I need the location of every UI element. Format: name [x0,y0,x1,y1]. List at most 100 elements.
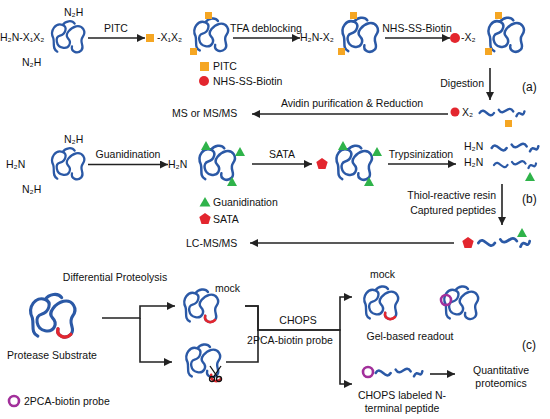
protein-icon [194,18,228,51]
guanidination-tag [517,228,527,237]
flow-arrow [245,306,352,384]
labeled-peptide [376,369,423,377]
cleavage-site [385,313,395,319]
guanidination-tag [201,141,211,150]
protein-state: H₂N H₂N [462,136,542,182]
protein-state: CHOPS labeled N-terminal peptide [352,355,452,413]
protein-icon [337,146,372,180]
peptide-fragments [480,109,525,116]
flow-arrow [102,306,175,318]
legend-text: SATA [213,213,239,226]
protein-icon [31,294,75,337]
protein-state: mock [175,282,245,330]
protein-state: H₂N N₂H N₂H [0,133,88,197]
pitc-tag [146,34,154,42]
biotin-tag [451,108,460,117]
process-arrow [250,242,454,244]
node-text: H₂N-X₂ [300,31,334,44]
annotation: MS or MS/MS [172,107,248,120]
probe-label [363,367,373,377]
panel-label: (a) [522,80,546,94]
protein-icon [186,344,220,377]
process-arrow [252,163,312,165]
sata-tag [316,158,327,169]
process-arrow [140,318,172,362]
pitc-tag [190,48,197,55]
protein-icon [364,286,398,319]
protein-state: -X₂ [450,8,530,68]
annotation: Trypsinization [381,148,461,161]
process-arrow [388,163,456,165]
node-text: N₂H [64,133,83,146]
node-text: N₂H [22,183,41,196]
node-text: H₂N [464,156,483,169]
pitc-tag [495,12,502,19]
edge-label: NHS-SS-Biotin [378,22,456,35]
annotation: SATA [252,148,312,161]
guanidination-tag [372,147,382,156]
legend-text: Guanidination [213,196,278,209]
protein-state: H₂N [168,136,248,192]
pitc-tag [338,48,345,55]
edge-label: Digestion [420,77,484,90]
probe-label [441,295,451,305]
peptide-fragments [492,144,539,152]
edge-label: PITC [86,22,146,35]
legend-swatch [200,197,211,207]
captured-peptides [478,238,529,246]
peptide-fragments [494,161,536,168]
edge-label: TFA deblocking [226,22,306,35]
annotation: Thiol-reactive resin [376,189,496,202]
pitc-tag [505,120,512,127]
scissors-handle [210,377,215,382]
pitc-tag [485,48,492,55]
flow-arrow [385,37,450,39]
biotin-tag [450,33,460,43]
scissors-handle [217,377,222,382]
flow-arrow [489,68,491,100]
node-text: Protease Substrate [2,349,102,362]
annotation: Quantitative proteomics [456,364,546,390]
cleavage-site [58,329,71,337]
legend-text: NHS-SS-Biotin [213,75,282,88]
protein-state: -X₁X₂ [145,8,233,68]
annotation: 2PCA-biotin probe [244,334,336,347]
process-arrow [252,113,448,115]
node-text: X₂ [462,106,473,119]
node-text: N₂H [22,56,41,69]
node-text: -X₁X₂ [157,31,182,44]
node-text: H₂N [6,158,25,171]
cleavage-site [205,316,215,322]
pitc-tag [350,12,357,19]
annotation: CHOPS [258,314,338,327]
node-text: CHOPS labeled N-terminal peptide [352,389,452,415]
scissors-icon [210,366,222,382]
pitc-tag [205,12,212,19]
process-arrow [501,184,503,225]
legend-swatch [199,213,210,224]
scissors-blade [214,366,222,377]
flow-arrow [245,297,352,330]
guanidination-tag [338,141,348,150]
legend-swatch [200,62,209,71]
guanidination-tag [364,177,374,186]
node-text: mock [370,268,395,281]
panel-label: (b) [522,192,546,206]
legend-swatch [9,396,19,406]
guanidination-tag [235,147,245,156]
node-text: -X₂ [461,31,476,44]
node-text: H₂N [168,158,187,171]
scissors-blade [210,366,218,377]
annotation: Avidin purification & Reduction [262,97,442,110]
sata-tag [462,237,473,248]
node-text: H₂N-X₁X₂ [0,31,44,44]
edge-label: Differential Proteolysis [50,271,180,284]
node-text: H₂N [464,140,483,153]
protein-icon [52,148,84,179]
protein-icon [184,289,218,322]
guanidination-tag [525,172,535,181]
protein-state: X₂ [450,100,530,128]
node-text: N₂H [64,6,83,19]
protein-state: mock [352,268,422,326]
